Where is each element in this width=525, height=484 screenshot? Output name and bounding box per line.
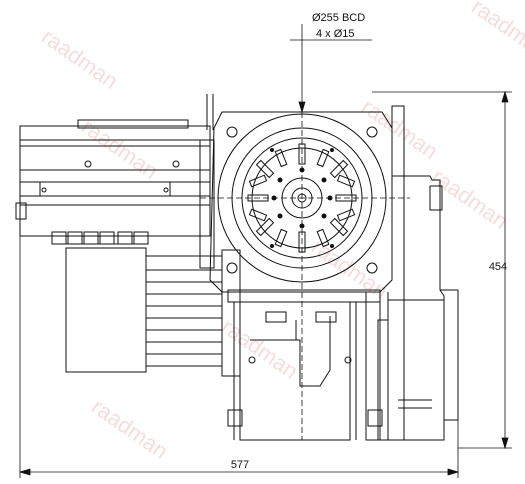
height-label: 454: [489, 261, 507, 273]
watermark-1: raadman: [37, 24, 122, 94]
bolt-hole-bottom-right: [366, 262, 378, 274]
bolt-hole-top-right: [366, 126, 378, 138]
watermark-4: raadman: [87, 394, 172, 464]
bcd-label: Ø255 BCD: [312, 12, 365, 24]
bolt-hole-top-left: [226, 126, 238, 138]
motor-top-housing: [15, 119, 211, 237]
watermark-5: raadman: [357, 94, 442, 164]
holes-label: 4 x Ø15: [316, 28, 355, 40]
watermark-3: raadman: [217, 314, 302, 384]
bolt-hole-bottom-left: [226, 262, 238, 274]
watermark-8: raadman: [467, 0, 525, 64]
fan-motor-body: [65, 247, 241, 377]
cable-glands: [51, 231, 149, 245]
dimension-lines: [18, 24, 512, 478]
fan-housing-right: [387, 105, 459, 441]
width-label: 577: [231, 459, 249, 471]
air-inlet-assembly: [227, 289, 389, 441]
watermark-2: raadman: [77, 114, 162, 184]
